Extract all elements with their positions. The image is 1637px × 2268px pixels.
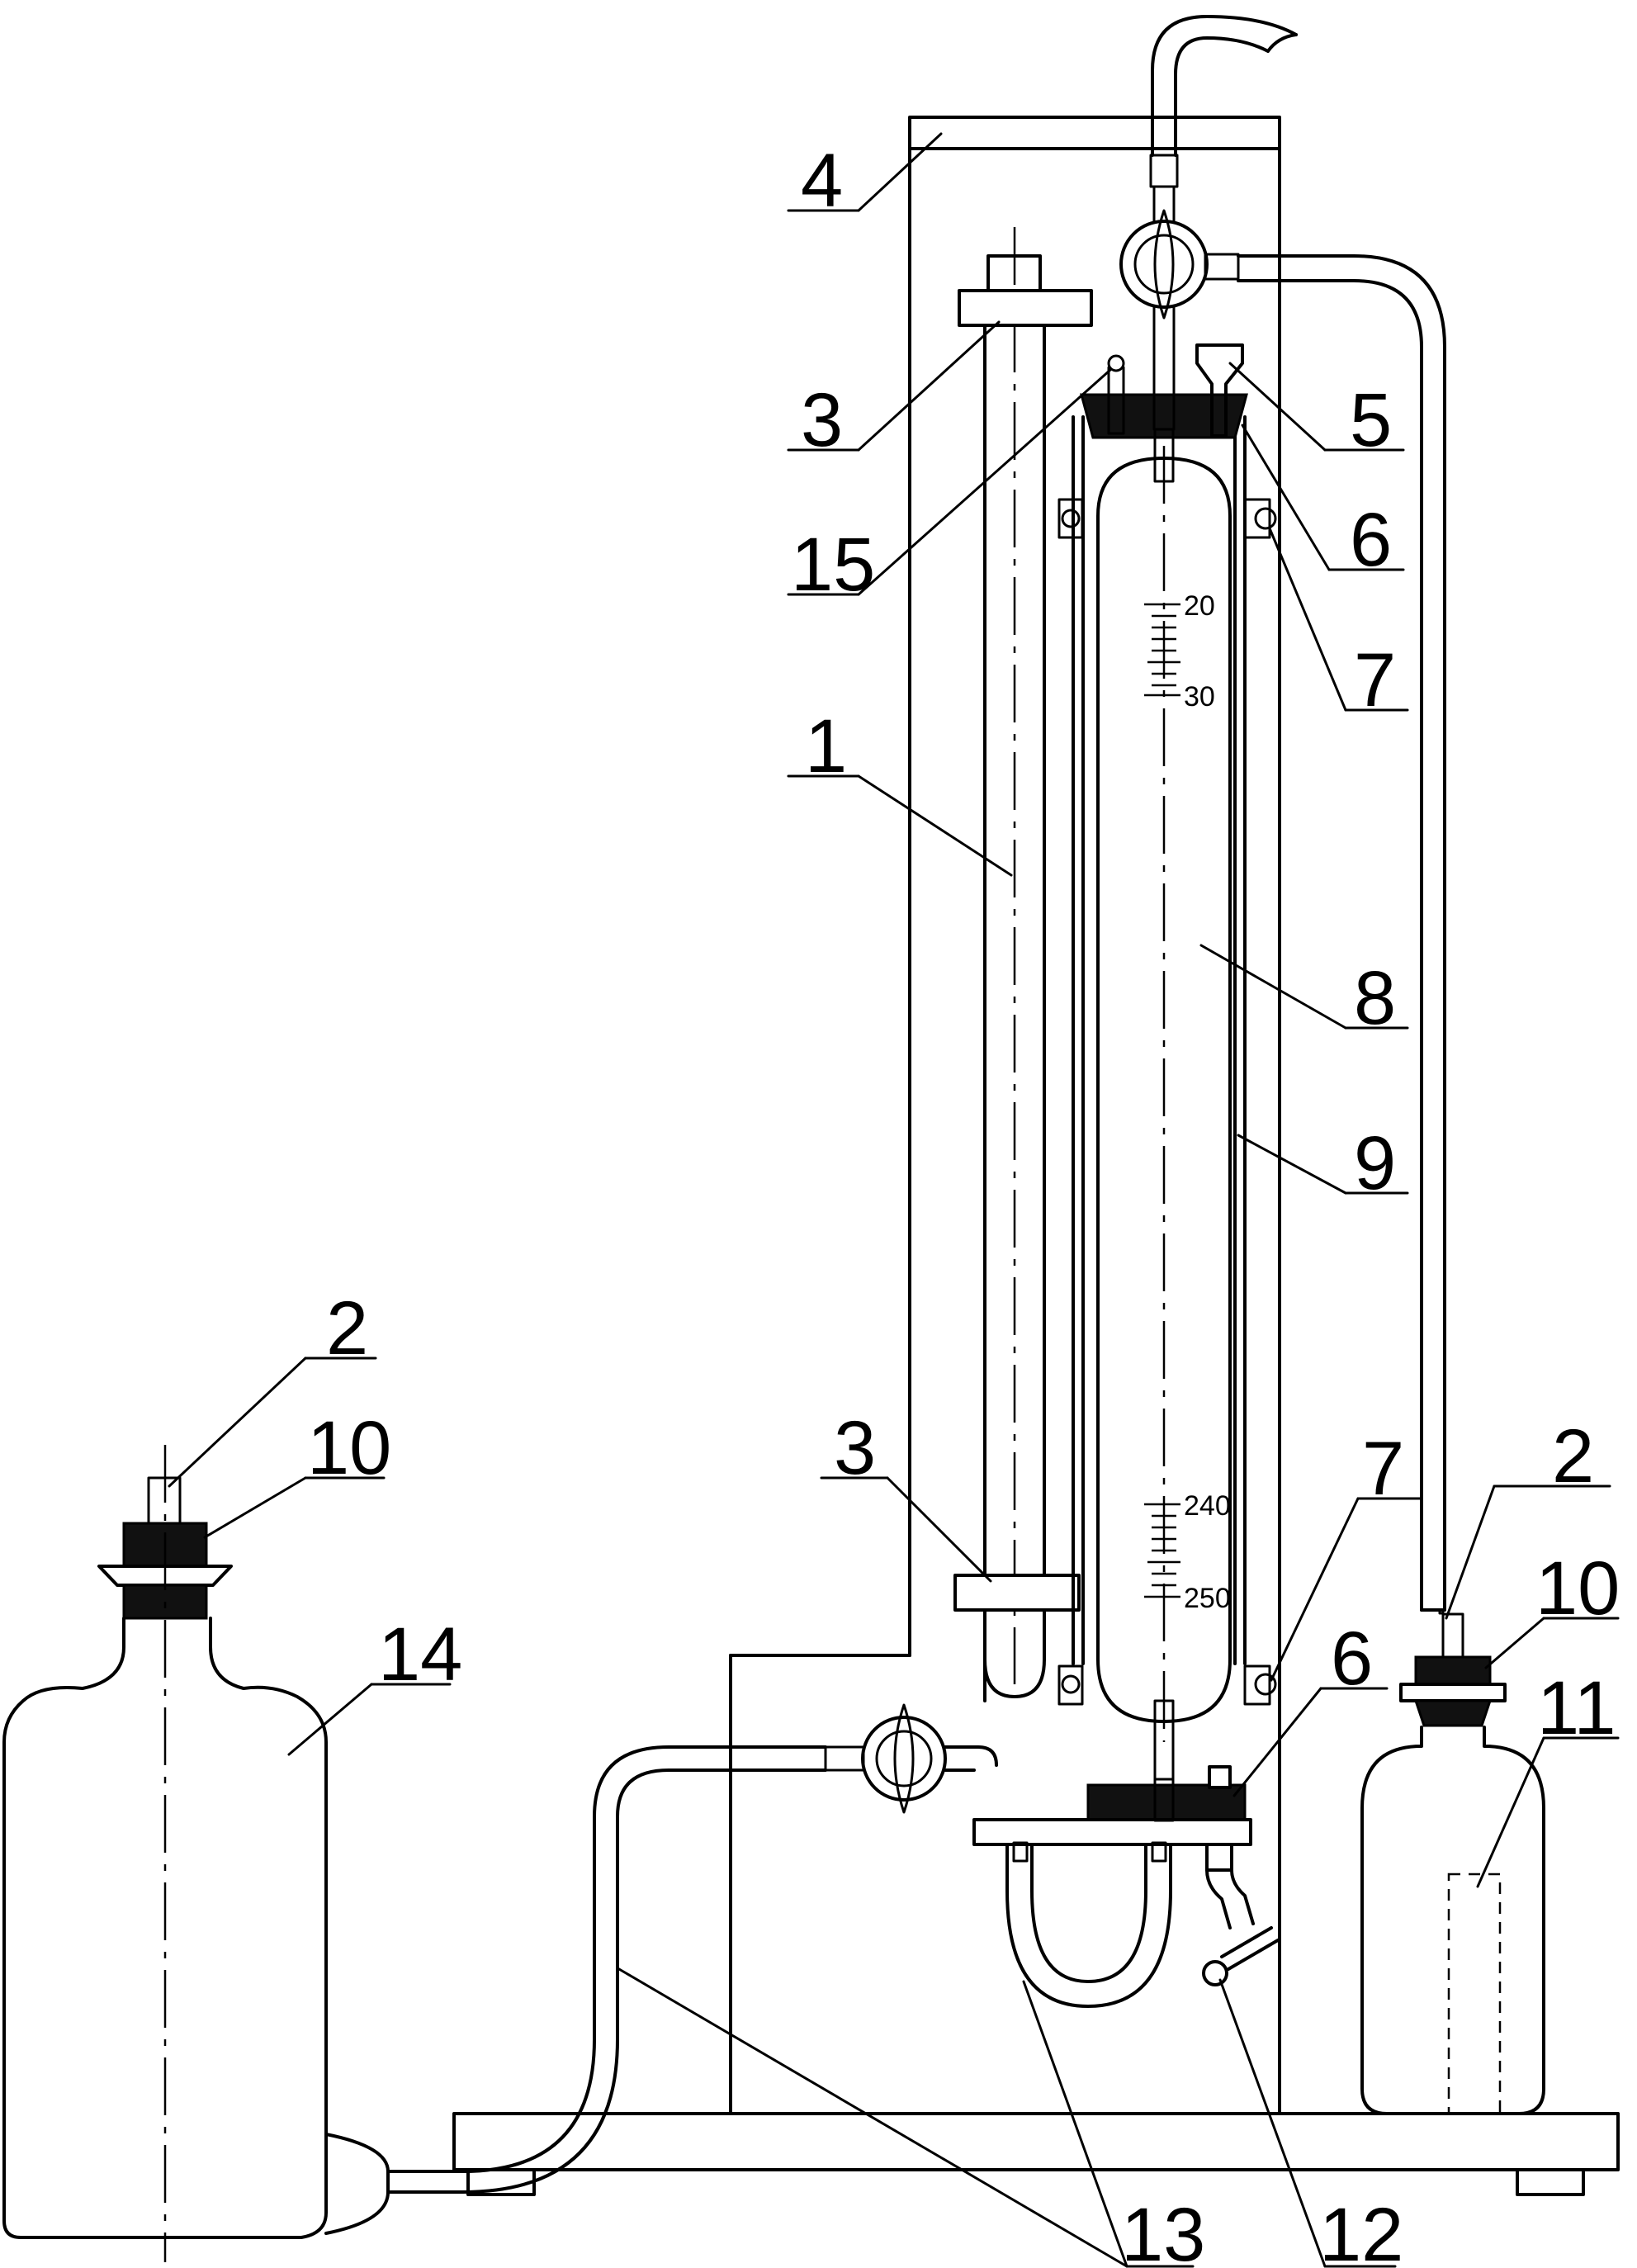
base-plate: [452, 2112, 1620, 2196]
leveling-tube: [983, 227, 1046, 1702]
left-bottle: [2, 1445, 390, 2262]
gas-burette: 20 30 240 250: [1096, 428, 1232, 1781]
label-10-right: 10: [1535, 1546, 1620, 1631]
clamp-top: [958, 289, 1093, 327]
scale-label-240: 240: [1184, 1490, 1231, 1522]
u-tube: [1005, 1778, 1175, 2008]
label-5: 5: [1350, 378, 1392, 462]
small-tube-15: [1107, 354, 1125, 435]
label-13: 13: [1121, 2193, 1205, 2268]
label-15: 15: [791, 523, 875, 607]
label-7-bottom: 7: [1362, 1427, 1404, 1511]
stand-frame: [729, 116, 1281, 2115]
label-4: 4: [801, 139, 843, 223]
label-6-bottom: 6: [1331, 1617, 1373, 1701]
label-14: 14: [378, 1612, 462, 1697]
label-2-right: 2: [1552, 1414, 1594, 1499]
label-1: 1: [805, 704, 847, 788]
lower-stopcock: [824, 1703, 998, 1814]
label-11: 11: [1537, 1666, 1616, 1750]
rubber-stopper-bottom: [1086, 1765, 1247, 1821]
left-connecting-tube: [386, 1745, 827, 2194]
water-jacket: [1057, 415, 1277, 1706]
bottom-platform: [972, 1818, 1252, 1846]
label-12: 12: [1319, 2193, 1403, 2268]
scale-label-250: 250: [1184, 1583, 1231, 1614]
funnel-5: [1195, 343, 1244, 438]
label-3-top: 3: [801, 378, 843, 462]
right-bottle: [1360, 1612, 1545, 2115]
drain-valve: [1202, 1843, 1280, 1986]
leader-lines: [168, 132, 1620, 2268]
label-3-bottom: 3: [834, 1406, 876, 1490]
label-10-left: 10: [307, 1406, 391, 1490]
label-7-top: 7: [1354, 638, 1396, 722]
label-9: 9: [1354, 1121, 1396, 1205]
clamp-bottom: [953, 1574, 1081, 1612]
part-labels: 4 3 5 15 6 7 1 8 9 2 10 14 3 7 2 10 6 11…: [307, 139, 1620, 2268]
scale-label-20: 20: [1184, 590, 1215, 622]
rubber-stopper-top: [1080, 393, 1248, 439]
scale-bottom: 240 250: [1144, 1490, 1231, 1614]
scale-top: 20 30: [1144, 590, 1215, 713]
right-connecting-tube: [1237, 254, 1446, 1615]
label-8: 8: [1354, 956, 1396, 1040]
scale-label-30: 30: [1184, 681, 1215, 713]
top-stopcock: [1119, 185, 1240, 431]
top-hook-tube: [1149, 15, 1298, 188]
label-6-top: 6: [1350, 498, 1392, 582]
label-2-left: 2: [326, 1286, 368, 1371]
